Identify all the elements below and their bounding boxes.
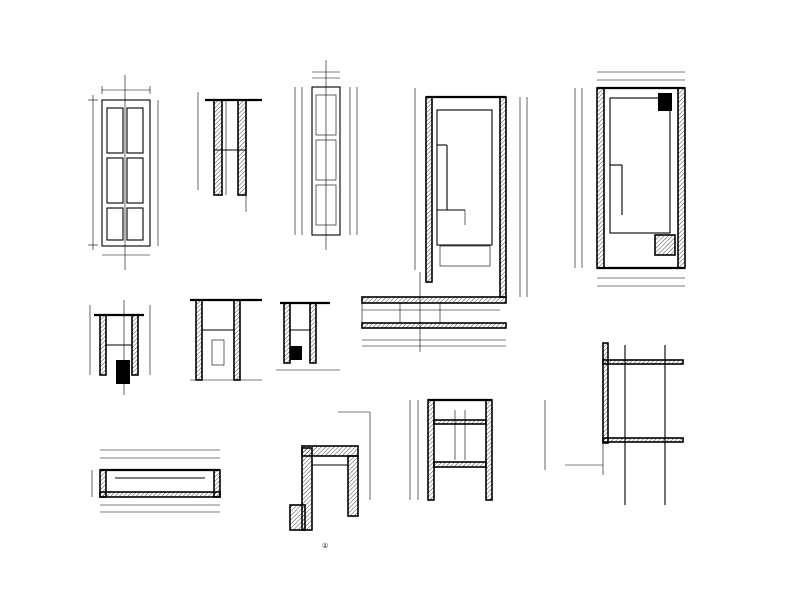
view-11-section bbox=[409, 398, 493, 501]
detail-caption-symbol: ① bbox=[322, 542, 328, 550]
view-4-plan bbox=[361, 88, 528, 352]
view-2-section bbox=[197, 92, 262, 212]
view-5-plan bbox=[574, 71, 686, 287]
view-12-section bbox=[544, 342, 684, 505]
view-9-plan bbox=[91, 449, 221, 513]
view-7-section bbox=[190, 298, 262, 381]
view-1-elevation bbox=[88, 75, 159, 270]
view-3-elevation bbox=[294, 60, 358, 250]
view-6-section bbox=[89, 300, 151, 395]
view-10-detail: ① bbox=[289, 411, 371, 550]
view-8-section bbox=[276, 301, 340, 371]
